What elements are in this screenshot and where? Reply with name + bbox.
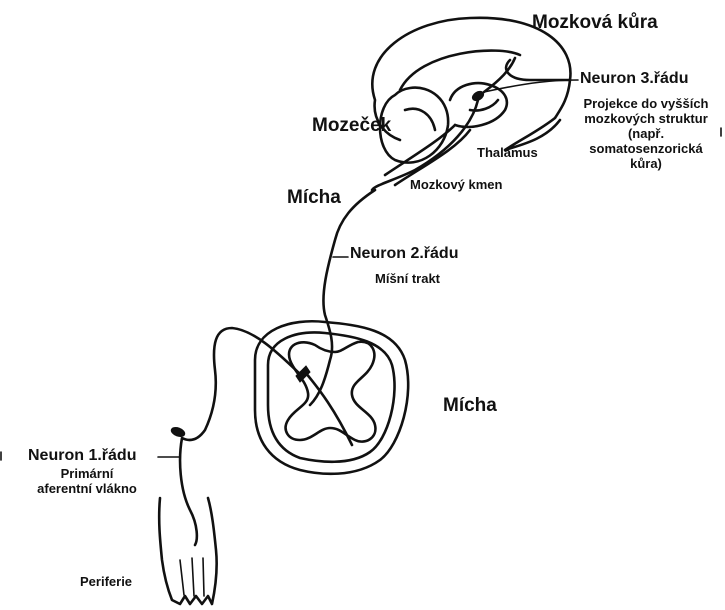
- spinal-cord-lower-label: Mícha: [443, 395, 497, 417]
- neuron2-label: Neuron 2.řádu: [350, 245, 458, 263]
- cerebellum-fold: [405, 109, 435, 130]
- brainstem-outline: [385, 125, 470, 185]
- cortex-gyrus-arc: [400, 51, 520, 90]
- brainstem-label: Mozkový kmen: [410, 177, 502, 192]
- periphery-paw: [159, 498, 216, 604]
- neuron1-cell-body: [170, 426, 186, 438]
- neuron3-label: Neuron 3.řádu: [580, 70, 688, 88]
- primary-afferent-line-1: Primární: [2, 466, 172, 481]
- neuron1-fiber: [180, 328, 300, 545]
- cerebellum-label: Mozeček: [312, 115, 391, 137]
- cortex-label: Mozková kůra: [532, 12, 658, 34]
- periphery-label: Periferie: [80, 574, 132, 589]
- primary-afferent-text: Primární aferentní vlákno: [2, 466, 172, 496]
- cortex-inner-fold: [506, 60, 570, 80]
- projection-line-2: mozkových struktur: [572, 111, 720, 126]
- projection-line-1: Projekce do vyšších: [572, 96, 720, 111]
- primary-afferent-line-2: aferentní vlákno: [2, 481, 172, 496]
- spinal-cord-upper-label: Mícha: [287, 187, 341, 209]
- projection-line-3: (např.: [572, 126, 720, 141]
- paw-toe-lines: [180, 558, 204, 596]
- spinal-tract-label: Míšní trakt: [375, 271, 440, 286]
- neuron1-label: Neuron 1.řádu: [28, 447, 136, 465]
- projection-line-5: kůra): [572, 156, 720, 171]
- thalamus-label: Thalamus: [477, 145, 538, 160]
- projection-line-4: somatosenzorická: [572, 141, 720, 156]
- projection-text: Projekce do vyšších mozkových struktur (…: [572, 96, 720, 171]
